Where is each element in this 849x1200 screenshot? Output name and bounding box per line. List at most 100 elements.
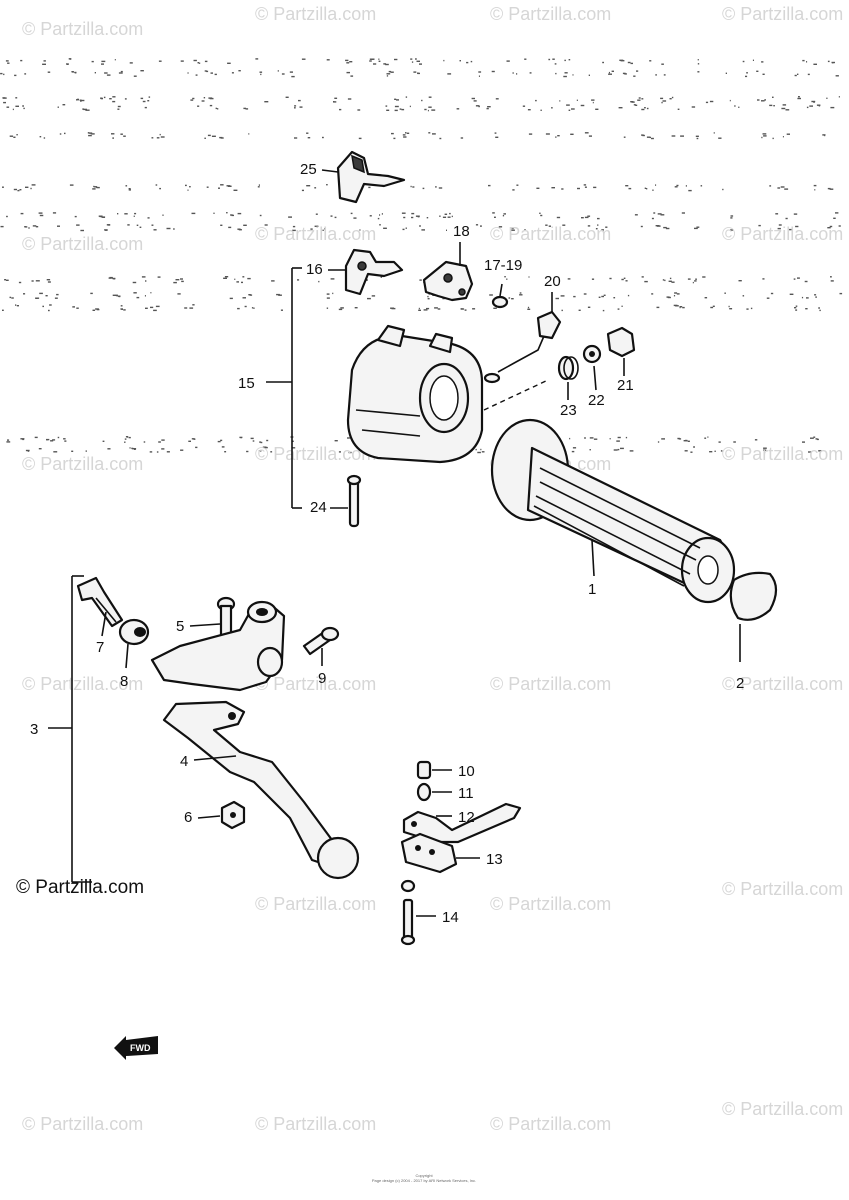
- scan-speck: [830, 276, 832, 278]
- part-10-cap[interactable]: [416, 760, 432, 780]
- scan-speck: [197, 105, 200, 107]
- callout-10: 10: [432, 763, 475, 780]
- scan-speck: [35, 226, 39, 228]
- scan-speck: [124, 98, 127, 100]
- scan-speck: [110, 277, 113, 279]
- scan-speck: [184, 307, 188, 309]
- scan-speck: [431, 109, 436, 111]
- scan-speck: [373, 63, 377, 65]
- scan-speck: [451, 215, 453, 218]
- part-20-throttle-cable[interactable]: [483, 310, 562, 384]
- scan-speck: [326, 307, 329, 309]
- part-1-handlebar-grip[interactable]: [490, 418, 736, 604]
- part-22-washer[interactable]: [582, 344, 602, 364]
- part-8-collar[interactable]: [118, 618, 150, 646]
- scan-speck: [30, 187, 32, 190]
- part-16-clamp[interactable]: [344, 248, 404, 296]
- scan-speck: [804, 280, 808, 283]
- scan-speck: [220, 184, 224, 186]
- scan-speck: [633, 104, 636, 106]
- scan-speck: [177, 293, 181, 295]
- scan-speck: [524, 58, 527, 60]
- part-25-bracket[interactable]: [336, 150, 406, 204]
- scan-speck: [762, 133, 767, 135]
- scan-speck: [52, 439, 56, 441]
- scan-speck: [566, 104, 570, 106]
- scan-speck: [340, 307, 344, 309]
- scan-speck: [677, 437, 680, 440]
- part-17-19-screw[interactable]: [491, 283, 509, 309]
- scan-speck: [797, 97, 801, 100]
- part-11-spring[interactable]: [416, 782, 432, 802]
- part-21-adjuster-nut[interactable]: [606, 326, 636, 358]
- scan-speck: [63, 438, 66, 440]
- scan-speck: [380, 276, 383, 278]
- scan-speck: [516, 184, 519, 186]
- scan-speck: [294, 107, 296, 109]
- scan-speck: [729, 99, 731, 102]
- scan-speck: [818, 105, 821, 107]
- scan-speck: [388, 70, 392, 73]
- part-7-bolt[interactable]: [76, 576, 124, 628]
- scan-speck: [562, 224, 566, 226]
- scan-speck: [633, 75, 636, 77]
- scan-speck: [595, 228, 598, 230]
- scan-speck: [426, 217, 429, 219]
- scan-speck: [257, 186, 260, 188]
- scan-speck: [798, 96, 800, 98]
- scan-speck: [147, 217, 150, 219]
- part-15-throttle-housing[interactable]: [346, 324, 484, 464]
- scan-speck: [113, 278, 116, 280]
- scan-speck: [120, 305, 123, 307]
- lever-holder[interactable]: [150, 600, 286, 692]
- part-24-pin[interactable]: [346, 474, 362, 528]
- part-9-bolt[interactable]: [302, 626, 340, 656]
- scan-speck: [226, 212, 228, 214]
- scan-speck: [677, 108, 680, 110]
- scan-speck: [495, 136, 499, 138]
- watermark: © Partzilla.com: [22, 234, 143, 254]
- scan-speck: [227, 62, 231, 64]
- scan-speck: [795, 309, 798, 311]
- callout-6: 6: [184, 809, 221, 826]
- scan-speck: [557, 135, 560, 137]
- scan-speck: [285, 96, 289, 98]
- part-23-spring[interactable]: [557, 355, 579, 381]
- scan-speck: [117, 105, 121, 108]
- scan-speck: [613, 449, 618, 451]
- scan-speck: [782, 104, 787, 106]
- scan-speck: [15, 304, 17, 306]
- scan-speck: [367, 297, 371, 300]
- scan-speck: [427, 298, 430, 300]
- part-4-clutch-lever[interactable]: [162, 700, 360, 880]
- scan-speck: [385, 63, 389, 66]
- scan-speck: [705, 101, 709, 104]
- callout-5: 5: [176, 618, 221, 635]
- scan-speck: [746, 72, 748, 74]
- scan-speck: [810, 437, 814, 439]
- scan-speck: [80, 229, 84, 232]
- part-13-switch-base[interactable]: [400, 832, 458, 893]
- watermark-layer: © Partzilla.com © Partzilla.com © Partzi…: [22, 4, 843, 1134]
- scan-speck: [62, 104, 66, 106]
- scan-speck: [730, 229, 734, 231]
- scan-speck: [405, 132, 407, 134]
- part-5-bolt[interactable]: [216, 596, 236, 642]
- scan-speck: [797, 73, 799, 75]
- scan-speck: [180, 278, 183, 280]
- scan-speck: [784, 188, 789, 190]
- footer-line-2: Page design (c) 2004 - 2017 by ARI Netwo…: [372, 1178, 476, 1183]
- scan-speck: [461, 308, 465, 310]
- part-14-screw[interactable]: [400, 898, 416, 946]
- scan-speck: [524, 229, 526, 231]
- part-2-grip-end-cap[interactable]: [729, 571, 778, 621]
- scan-speck: [175, 279, 180, 281]
- scan-speck: [394, 105, 399, 108]
- scan-speck: [580, 104, 585, 107]
- scan-speck: [669, 98, 672, 100]
- scan-speck: [664, 279, 666, 282]
- part-6-nut[interactable]: [220, 800, 246, 830]
- scan-speck: [150, 306, 154, 309]
- part-18-plate[interactable]: [422, 260, 474, 302]
- scan-speck: [655, 184, 657, 186]
